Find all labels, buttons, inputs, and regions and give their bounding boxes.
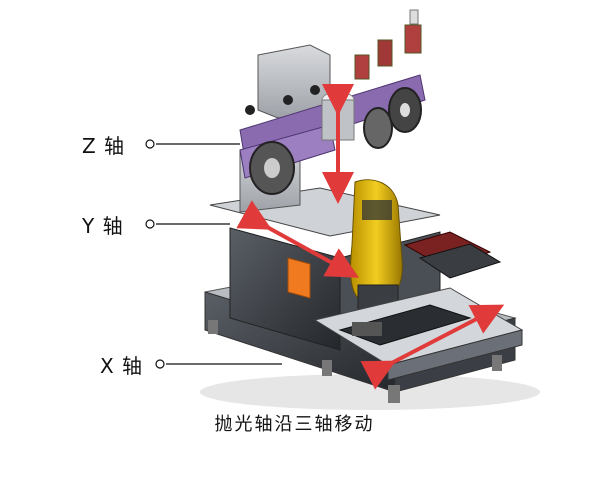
x-axis-label: X 轴 bbox=[100, 354, 144, 378]
z-axis-label: Z 轴 bbox=[82, 134, 126, 158]
top-fixture bbox=[377, 39, 393, 67]
clamp-knob bbox=[283, 95, 293, 105]
top-fixture bbox=[404, 24, 422, 54]
foot bbox=[322, 360, 332, 376]
polishing-wheel bbox=[363, 107, 393, 149]
clamp-knob bbox=[245, 105, 255, 115]
foot bbox=[208, 320, 218, 334]
x-axis-arrow bbox=[360, 304, 505, 390]
z-leader-dot bbox=[145, 139, 155, 149]
x-leader-dot bbox=[155, 359, 165, 369]
foot bbox=[492, 355, 502, 371]
robot-arm bbox=[349, 179, 403, 303]
top-fixture bbox=[409, 9, 419, 25]
workpiece-tray-grid bbox=[418, 243, 502, 279]
diagram-caption: 抛光轴沿三轴移动 bbox=[214, 414, 375, 435]
polishing-wheel-hub bbox=[400, 103, 410, 117]
robot-joint bbox=[362, 200, 392, 220]
top-fixture bbox=[354, 54, 370, 80]
y-leader-dot bbox=[145, 219, 155, 229]
cable-chain-link bbox=[352, 322, 382, 336]
clamp-knob bbox=[310, 85, 320, 95]
foot bbox=[388, 385, 400, 403]
polishing-wheel-hub bbox=[264, 158, 280, 178]
y-axis-label: Y 轴 bbox=[82, 214, 124, 238]
y-axis-arrow bbox=[236, 200, 360, 278]
orange-panel bbox=[287, 257, 311, 299]
